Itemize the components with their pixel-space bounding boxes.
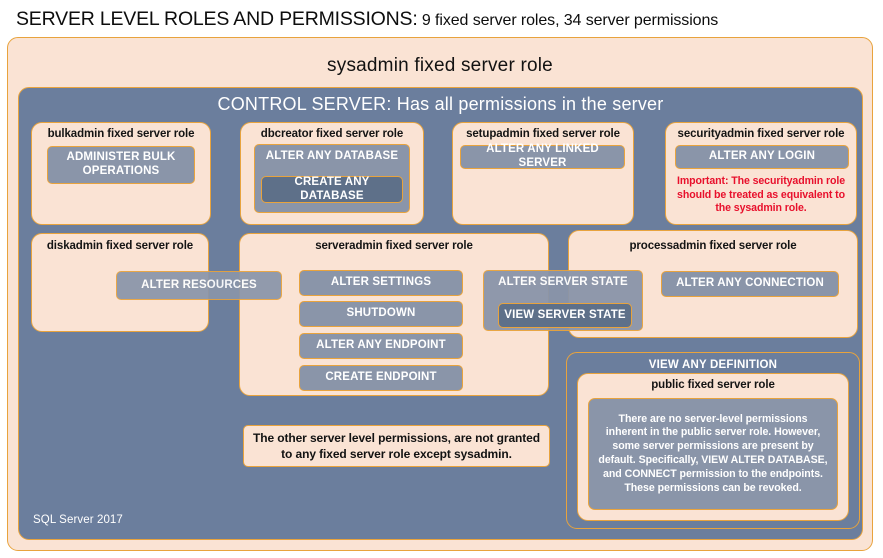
perm-administer-bulk-operations[interactable]: ADMINISTER BULK OPERATIONS — [47, 146, 195, 184]
perm-alter-any-connection[interactable]: ALTER ANY CONNECTION — [661, 271, 839, 297]
perm-alter-settings[interactable]: ALTER SETTINGS — [299, 270, 463, 296]
serveradmin-role-title: serveradmin fixed server role — [315, 240, 473, 252]
bulkadmin-role-title: bulkadmin fixed server role — [47, 128, 195, 140]
public-role-description: There are no server-level permissions in… — [588, 398, 838, 510]
perm-create-endpoint[interactable]: CREATE ENDPOINT — [299, 365, 463, 391]
perm-alter-any-login[interactable]: ALTER ANY LOGIN — [675, 145, 849, 169]
perm-shutdown[interactable]: SHUTDOWN — [299, 301, 463, 327]
perm-alter-any-linked-server[interactable]: ALTER ANY LINKED SERVER — [460, 143, 625, 169]
setupadmin-role-box[interactable] — [452, 122, 634, 225]
setupadmin-role-title: setupadmin fixed server role — [466, 128, 620, 140]
dbcreator-role-title: dbcreator fixed server role — [260, 128, 404, 140]
view-any-definition-label: VIEW ANY DEFINITION — [648, 359, 778, 371]
diskadmin-role-title: diskadmin fixed server role — [46, 240, 194, 252]
perm-alter-any-endpoint[interactable]: ALTER ANY ENDPOINT — [299, 333, 463, 359]
footer-version-label: SQL Server 2017 — [33, 514, 123, 526]
securityadmin-role-box[interactable] — [665, 122, 857, 225]
perm-alter-server-state-label: ALTER SERVER STATE — [498, 276, 628, 288]
page-title-main: SERVER LEVEL ROLES AND PERMISSIONS: — [16, 8, 418, 30]
other-permissions-note: The other server level permissions, are … — [243, 425, 550, 467]
perm-view-server-state[interactable]: VIEW SERVER STATE — [498, 303, 632, 328]
sysadmin-role-label: sysadmin fixed server role — [327, 55, 553, 76]
public-role-title: public fixed server role — [651, 379, 775, 391]
perm-alter-resources[interactable]: ALTER RESOURCES — [116, 271, 282, 300]
control-server-label: CONTROL SERVER: Has all permissions in t… — [217, 94, 664, 114]
page-title-sub: 9 fixed server roles, 34 server permissi… — [417, 12, 719, 29]
perm-alter-any-database-label: ALTER ANY DATABASE — [265, 150, 399, 162]
perm-create-any-database[interactable]: CREATE ANY DATABASE — [261, 176, 403, 203]
processadmin-role-title: processadmin fixed server role — [629, 240, 797, 252]
securityadmin-role-title: securityadmin fixed server role — [677, 128, 845, 140]
page-title: SERVER LEVEL ROLES AND PERMISSIONS: 9 fi… — [16, 8, 876, 34]
securityadmin-important-note: Important: The securityadmin role should… — [677, 175, 845, 215]
